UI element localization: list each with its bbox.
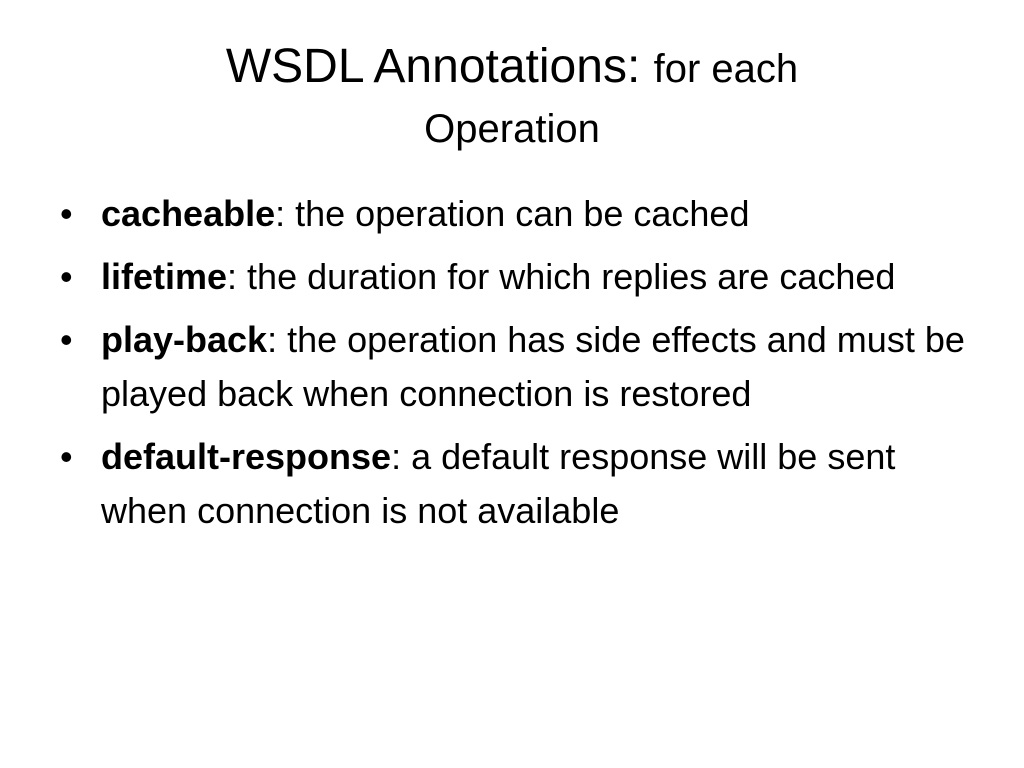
bullet-term: default-response: [101, 436, 392, 477]
bullet-text: : the operation has side effects and mus…: [101, 319, 965, 414]
bullet-term: lifetime: [101, 256, 228, 297]
bullet-text: : a default response will be sent when c…: [101, 436, 896, 531]
bullet-item-cacheable: • cacheable: the operation can be cached: [58, 187, 978, 241]
title-main: WSDL Annotations:: [225, 40, 641, 93]
bullet-dot-icon: •: [60, 193, 73, 234]
bullet-term: play-back: [101, 319, 268, 360]
bullet-item-default-response: • default-response: a default response w…: [58, 430, 978, 538]
bullet-text: : the operation can be cached: [275, 193, 750, 234]
bullet-dot-icon: •: [60, 256, 73, 297]
title-subtext: for each: [653, 47, 799, 91]
bullet-item-play-back: • play-back: the operation has side effe…: [58, 313, 978, 421]
bullet-dot-icon: •: [60, 436, 73, 477]
bullet-text: : the duration for which replies are cac…: [227, 256, 896, 297]
bullet-list: • cacheable: the operation can be cached…: [58, 187, 978, 547]
slide-title: WSDL Annotations: for each Operation: [0, 38, 1024, 158]
title-line-two: Operation: [424, 107, 600, 151]
bullet-item-lifetime: • lifetime: the duration for which repli…: [58, 250, 978, 304]
bullet-dot-icon: •: [60, 319, 73, 360]
bullet-term: cacheable: [101, 193, 276, 234]
